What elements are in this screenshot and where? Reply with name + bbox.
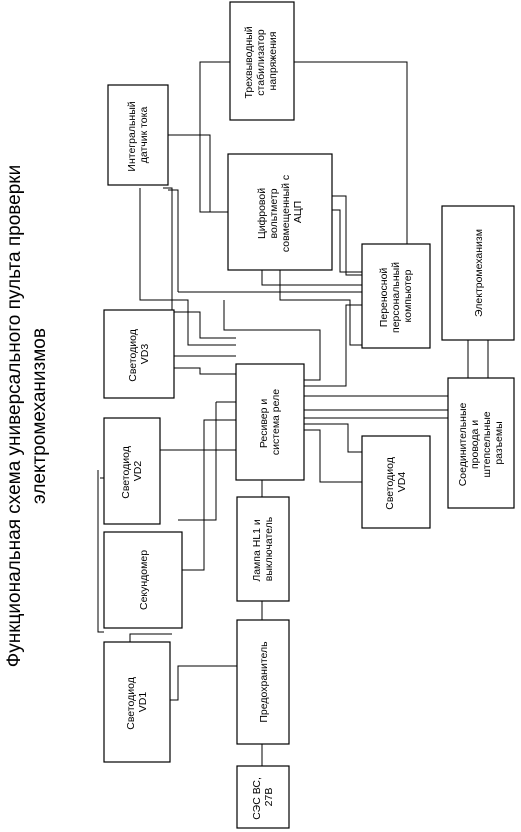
- svg-text:Светодиод VD3: Светодиод VD3: [127, 326, 151, 381]
- block-electromechanism: Электромеханизм: [441, 205, 515, 341]
- block-connectors: Соединительные провода и штепсельные раз…: [447, 377, 515, 509]
- block-computer: Переносной персональный компьютер: [361, 243, 431, 349]
- connection-wires: [97, 61, 489, 766]
- svg-text:СЭС ВС, 27В: СЭС ВС, 27В: [251, 774, 275, 820]
- svg-text:Светодиод VD1: Светодиод VD1: [125, 674, 149, 729]
- block-led-vd3: Светодиод VD3: [103, 309, 175, 399]
- block-lamp: Лампа HL1 и выключатель: [236, 496, 290, 602]
- block-current-sensor: Интегральный датчик тока: [107, 84, 169, 186]
- svg-text:Цифровой вольтметр: Цифровой вольтметр совмещенный с АЦП: [256, 172, 304, 252]
- block-led-vd2: Светодиод VD2: [103, 417, 161, 525]
- svg-text:Светодиод VD2: Светодиод VD2: [120, 443, 144, 498]
- block-fuse: Предохранитель: [236, 619, 290, 745]
- svg-text:Светодиод VD4: Светодиод VD4: [384, 454, 408, 509]
- svg-text:Интегральный датчик тока: Интегральный датчик тока: [126, 98, 150, 171]
- block-stabilizer: Трехвыводный стабилизатор напряжения: [229, 1, 295, 121]
- block-receiver: Ресивер и система реле: [235, 363, 305, 481]
- svg-text:Трехвыводный стабилизато: Трехвыводный стабилизатор напряжения: [243, 24, 279, 99]
- svg-text:Электромеханизм: Электромеханизм: [473, 229, 485, 317]
- block-power-source: СЭС ВС, 27В: [236, 765, 290, 829]
- svg-text:Лампа HL1 и выключатель: Лампа HL1 и выключатель: [251, 516, 275, 581]
- title-line-1: Функциональная схема универсального пуль…: [4, 165, 25, 667]
- svg-text:Ресивер и система реле: Ресивер и система реле: [258, 389, 282, 455]
- svg-text:Переносной персональный: Переносной персональный компьютер: [378, 259, 414, 333]
- diagram-title: Функциональная схема универсального пуль…: [4, 165, 50, 667]
- svg-text:Секундомер: Секундомер: [138, 550, 150, 610]
- title-line-2: электромеханизмов: [29, 328, 50, 504]
- block-led-vd1: Светодиод VD1: [103, 641, 171, 763]
- block-stopwatch: Секундомер: [103, 531, 183, 629]
- svg-text:Соединительные провода и: Соединительные провода и штепсельные раз…: [457, 400, 505, 487]
- block-led-vd4: Светодиод VD4: [361, 435, 431, 529]
- svg-text:Предохранитель: Предохранитель: [258, 641, 270, 723]
- block-voltmeter: Цифровой вольтметр совмещенный с АЦП: [227, 153, 333, 271]
